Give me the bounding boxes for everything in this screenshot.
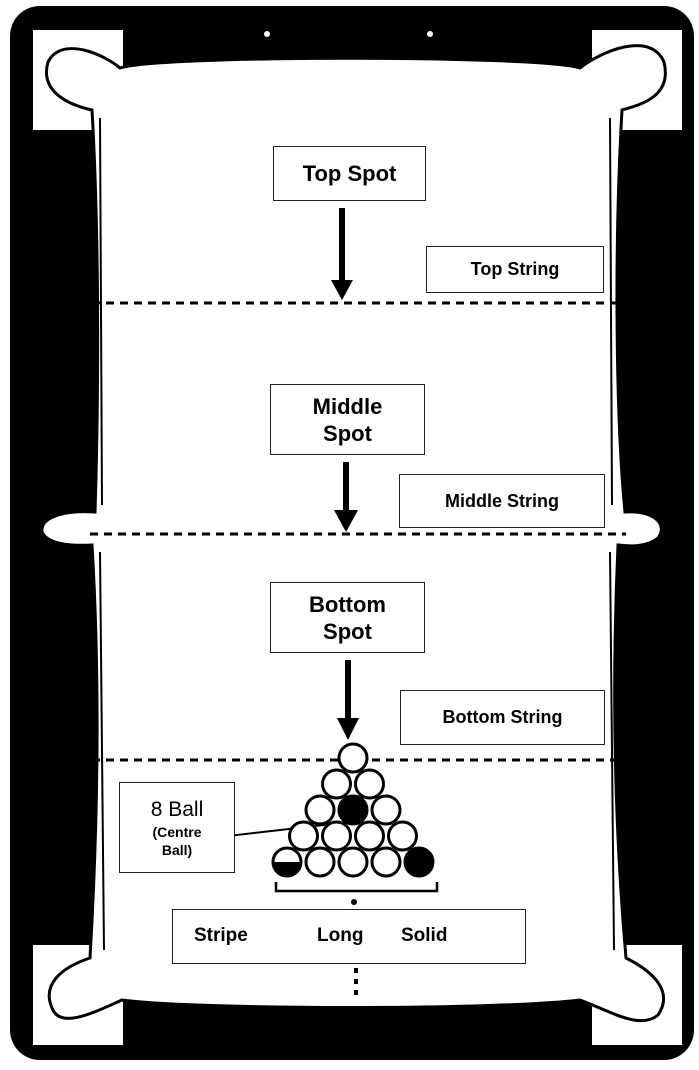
arrow-bottom-spot [337, 660, 359, 740]
stripe-label: Stripe [194, 925, 248, 946]
ball [387, 820, 418, 852]
eight-ball-label: 8 Ball (Centre Ball) [119, 782, 235, 873]
cushion-right-lower [609, 551, 615, 951]
ball [354, 820, 385, 852]
rack-bracket [274, 882, 439, 893]
arrow-middle-spot [334, 462, 358, 532]
ball [354, 768, 385, 800]
ball [370, 846, 402, 878]
solid-corner-ball [403, 846, 435, 878]
ball [288, 820, 319, 852]
bottom-string-label: Bottom String [400, 690, 605, 745]
solid-label: Solid [401, 925, 448, 946]
top-string-label: Top String [426, 246, 604, 293]
rack-of-balls [271, 742, 435, 878]
cushion-left-upper [99, 117, 103, 506]
ball [321, 768, 352, 800]
cushion-left-lower [99, 551, 105, 951]
sight-top-2 [427, 31, 433, 37]
cushion-right-upper [609, 117, 613, 506]
ball [304, 846, 336, 878]
ball [337, 742, 369, 774]
foot-spot-dot [351, 899, 357, 905]
long-label: Long [317, 925, 364, 946]
ball [304, 794, 336, 826]
ball [370, 794, 402, 826]
eight-ball [337, 794, 369, 826]
rack-placement-labels: Stripe Long Solid [172, 909, 526, 964]
top-spot-label: Top Spot [273, 146, 426, 201]
sight-top-1 [264, 31, 270, 37]
stripe-ball-shading [273, 862, 301, 876]
arrow-top-spot [331, 208, 353, 300]
ball [337, 846, 369, 878]
ball [321, 820, 352, 852]
middle-string-label: Middle String [399, 474, 605, 528]
